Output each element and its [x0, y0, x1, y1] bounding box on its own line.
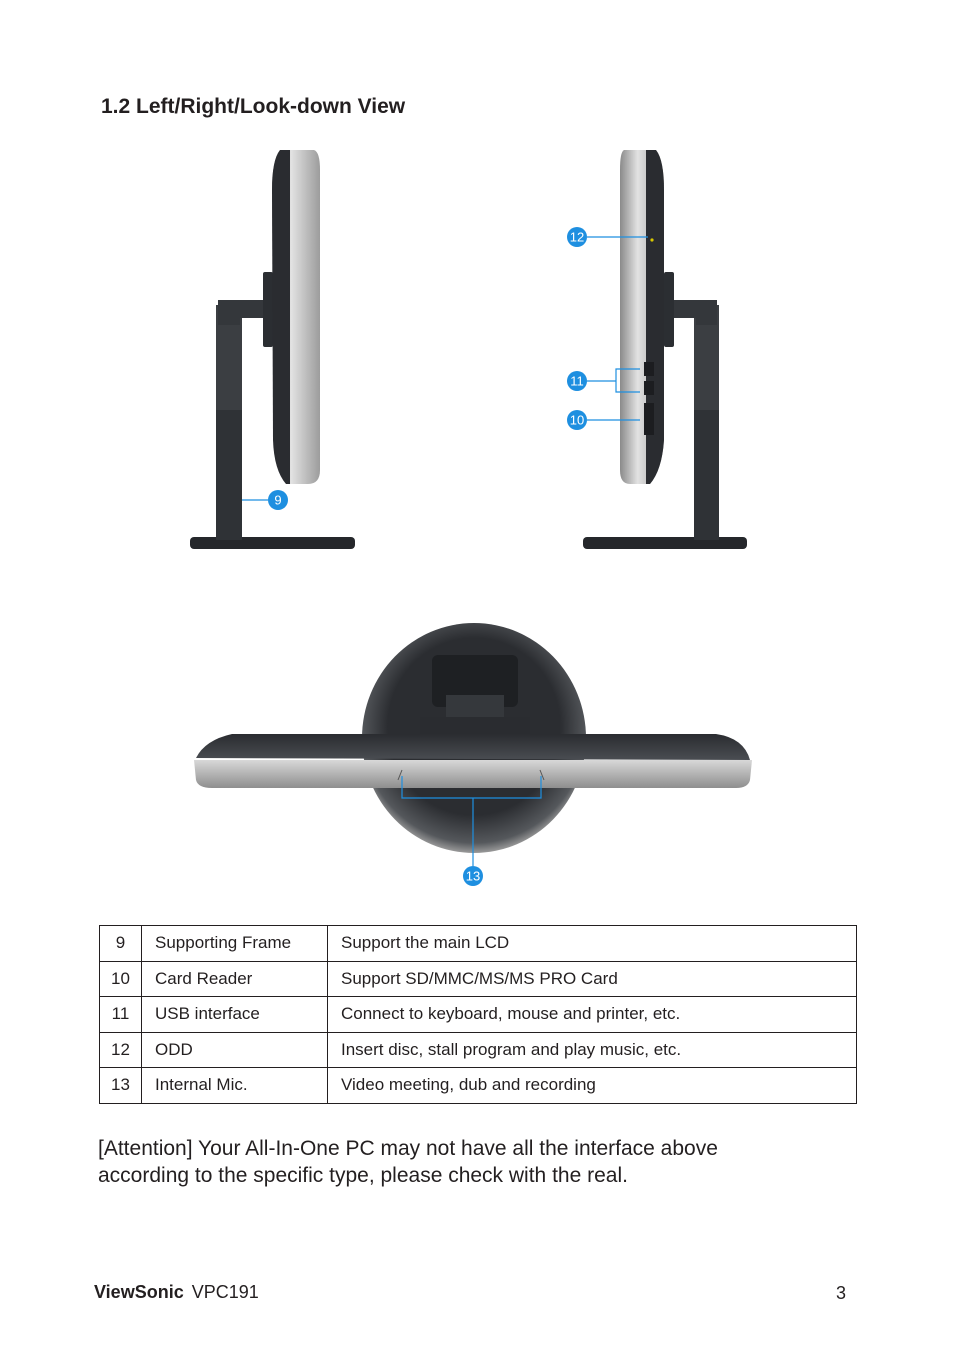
callout-9: 9	[242, 490, 288, 510]
section-title: 1.2 Left/Right/Look-down View	[101, 95, 406, 118]
attention-note-line-1: [Attention] Your All-In-One PC may not h…	[98, 1137, 718, 1160]
item-name: Supporting Frame	[141, 925, 328, 962]
callout-11: 11	[567, 368, 640, 393]
item-name: Internal Mic.	[141, 1067, 328, 1104]
item-description: Connect to keyboard, mouse and printer, …	[327, 996, 857, 1033]
item-number: 9	[99, 925, 142, 962]
callout-10: 10	[567, 410, 640, 430]
svg-text:12: 12	[570, 230, 584, 245]
page-number: 3	[836, 1283, 847, 1303]
model-name: VPC191	[191, 1282, 259, 1302]
table-row: 13 Internal Mic. Video meeting, dub and …	[99, 1067, 857, 1104]
product-views-figure: 9 12 11 10	[190, 150, 752, 886]
item-name: ODD	[141, 1031, 328, 1068]
brand-name: ViewSonic	[94, 1282, 184, 1302]
callout-12: 12	[567, 227, 648, 247]
attention-note-line-2: according to the specific type, please c…	[98, 1164, 628, 1187]
item-description: Support SD/MMC/MS/MS PRO Card	[327, 960, 857, 997]
item-name: USB interface	[141, 996, 328, 1033]
right-side-view	[583, 150, 747, 549]
look-down-view	[194, 623, 752, 853]
table-row: 10 Card Reader Support SD/MMC/MS/MS PRO …	[99, 960, 857, 997]
attention-note: [Attention] Your All-In-One PC may not h…	[98, 1135, 858, 1189]
svg-text:13: 13	[466, 869, 480, 884]
item-description: Insert disc, stall program and play musi…	[327, 1031, 857, 1068]
table-row: 9 Supporting Frame Support the main LCD	[99, 925, 857, 962]
item-number: 11	[99, 996, 142, 1033]
svg-text:11: 11	[570, 374, 584, 389]
callout-13: 13	[401, 776, 542, 886]
footer-brand: ViewSonic VPC191	[94, 1282, 259, 1303]
item-description: Support the main LCD	[327, 925, 857, 962]
item-number: 12	[99, 1031, 142, 1068]
item-description: Video meeting, dub and recording	[327, 1067, 857, 1104]
item-number: 10	[99, 960, 142, 997]
spec-table: 9 Supporting Frame Support the main LCD …	[99, 925, 857, 1104]
svg-text:9: 9	[274, 493, 281, 508]
svg-text:10: 10	[570, 413, 584, 428]
table-row: 11 USB interface Connect to keyboard, mo…	[99, 996, 857, 1033]
left-side-view	[190, 150, 355, 549]
item-name: Card Reader	[141, 960, 328, 997]
table-row: 12 ODD Insert disc, stall program and pl…	[99, 1031, 857, 1068]
item-number: 13	[99, 1067, 142, 1104]
